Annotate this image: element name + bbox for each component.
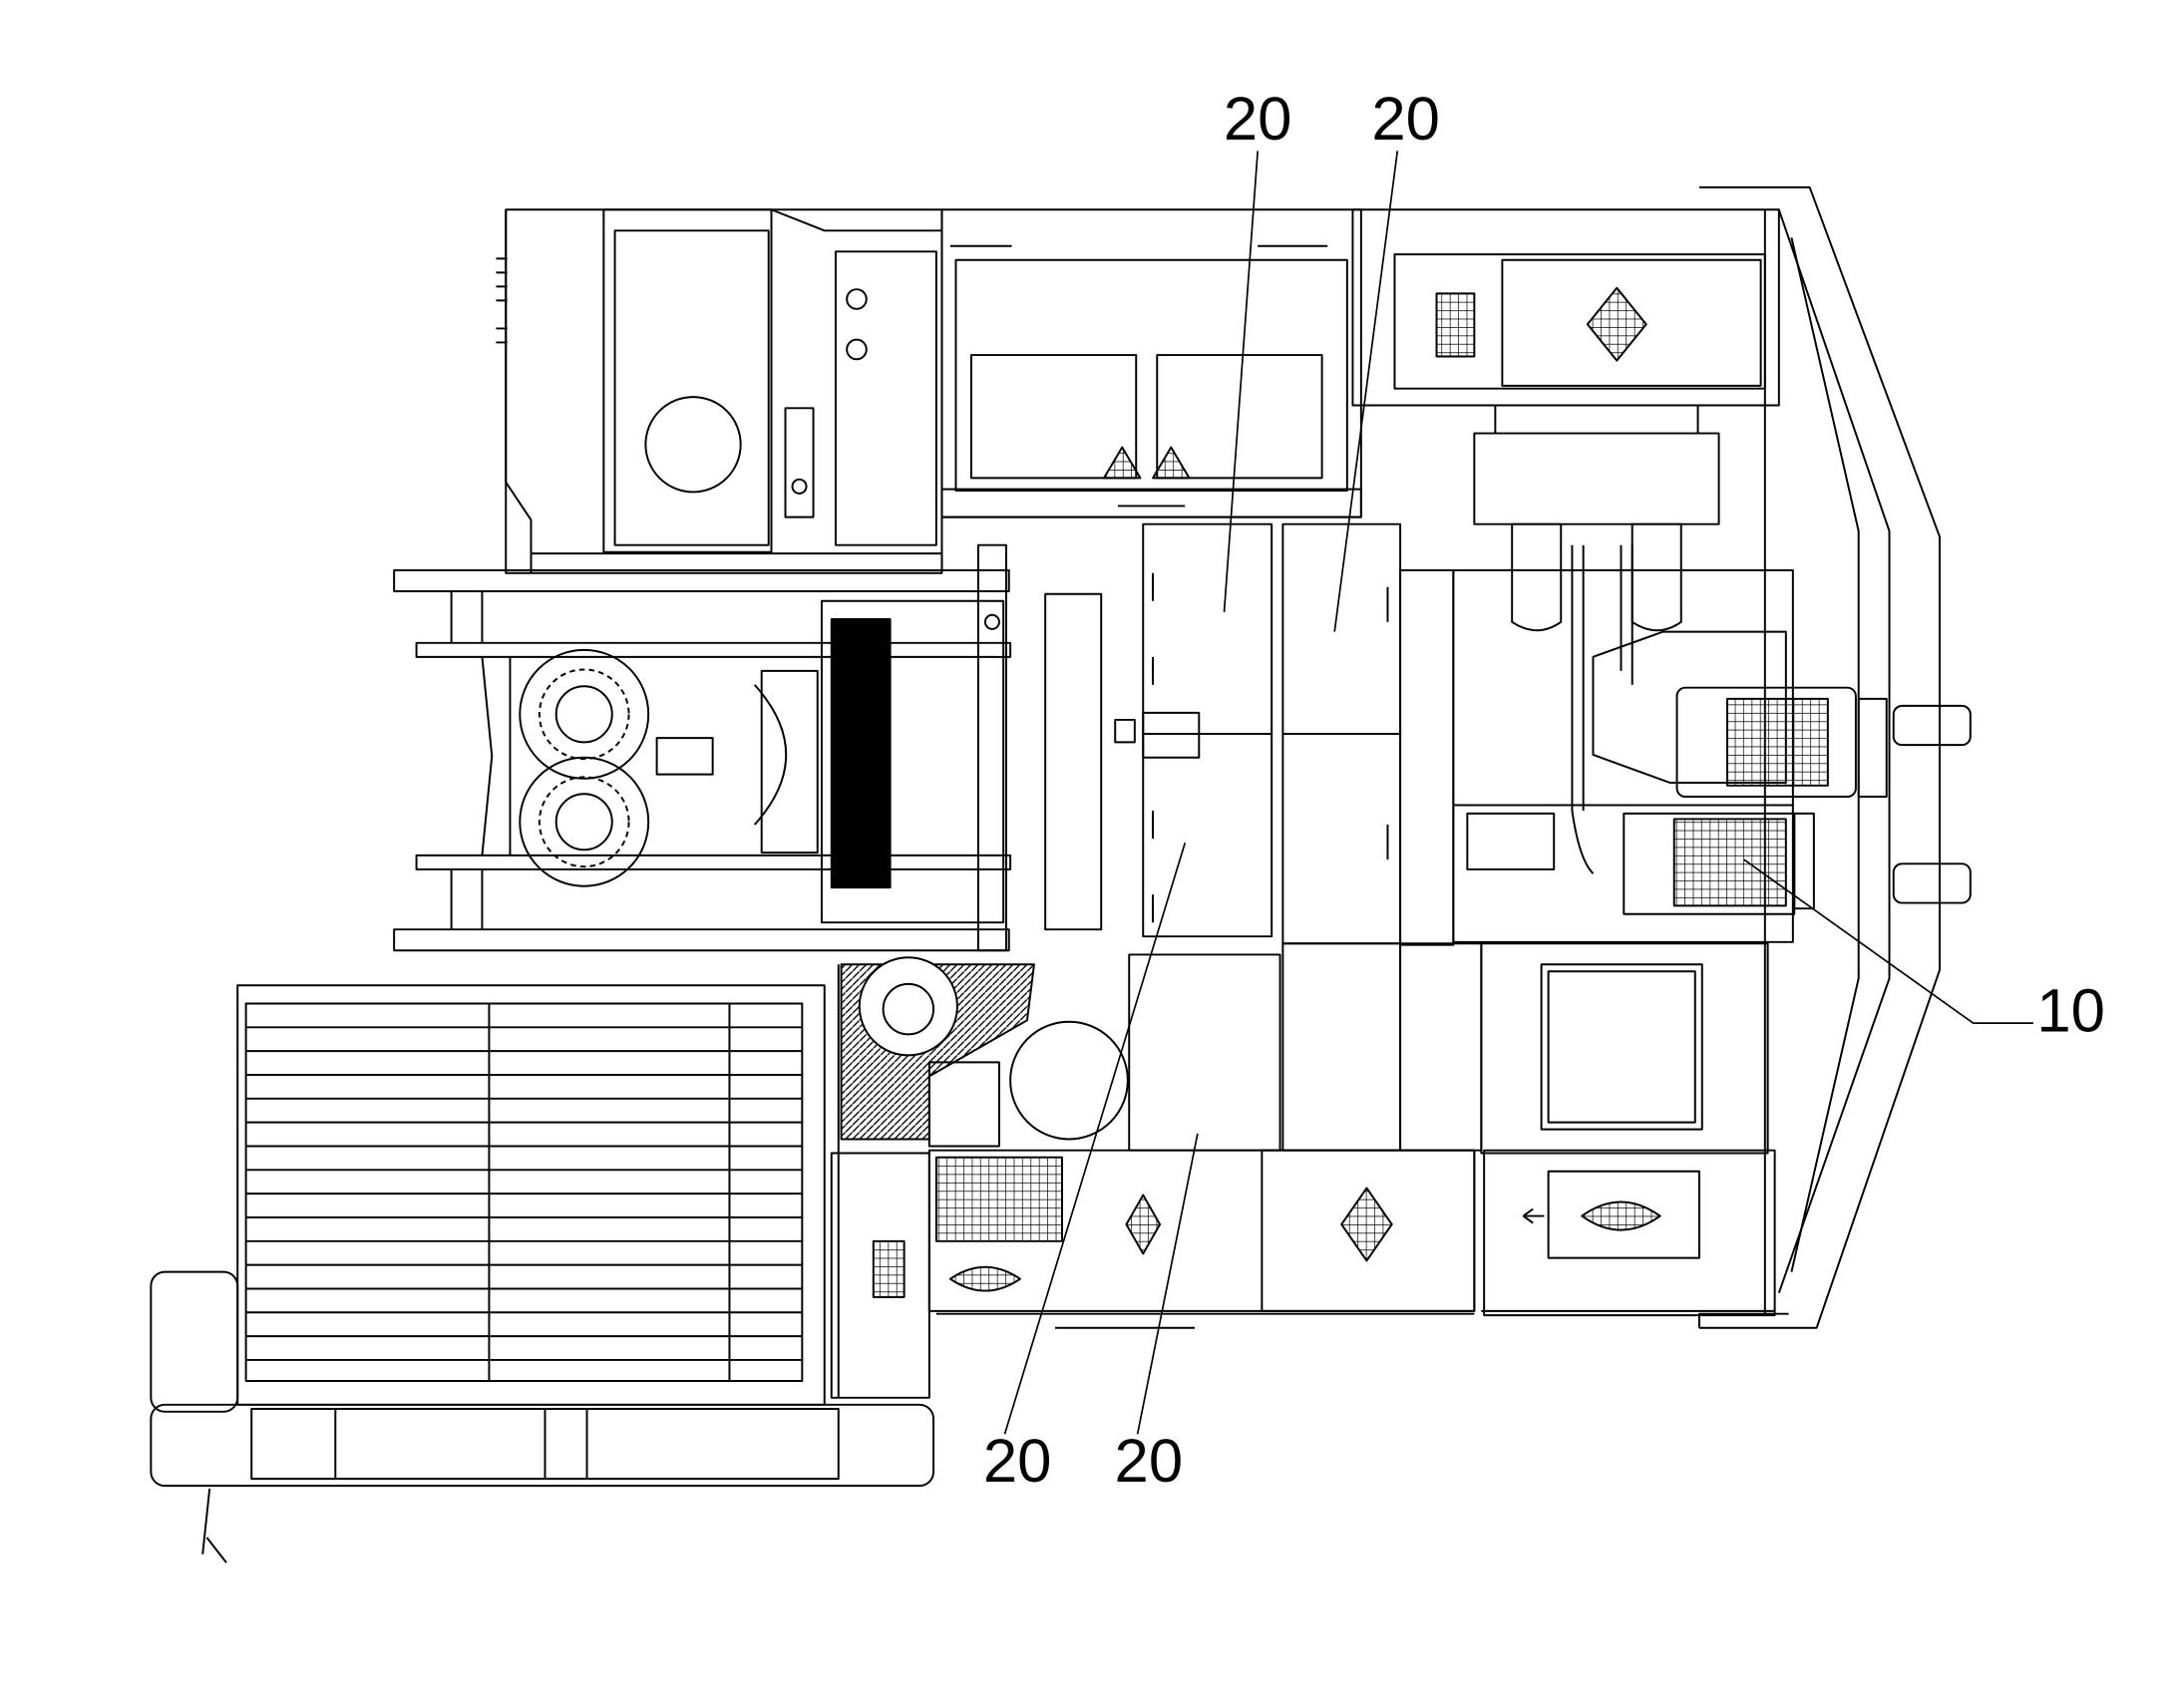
ref-label-20-bottom-left: 20	[983, 1427, 1052, 1496]
center-panels	[1142, 522, 1455, 946]
ref-label-10: 10	[2036, 977, 2105, 1046]
ref-label-20-bottom-right: 20	[1115, 1427, 1184, 1496]
motor-assembly	[1452, 405, 1972, 943]
cab-unit	[496, 208, 943, 574]
lower-panels	[927, 942, 1776, 1329]
radiator	[150, 984, 935, 1563]
ref-label-20-top-right: 20	[1371, 85, 1440, 154]
top-right-enclosure	[1351, 208, 1780, 407]
ref-label-20-top-left: 20	[1224, 85, 1292, 154]
leader-lines	[1003, 151, 2033, 1435]
chassis	[393, 543, 1136, 952]
top-panel	[940, 208, 1362, 518]
pump-housing	[830, 956, 1129, 1399]
